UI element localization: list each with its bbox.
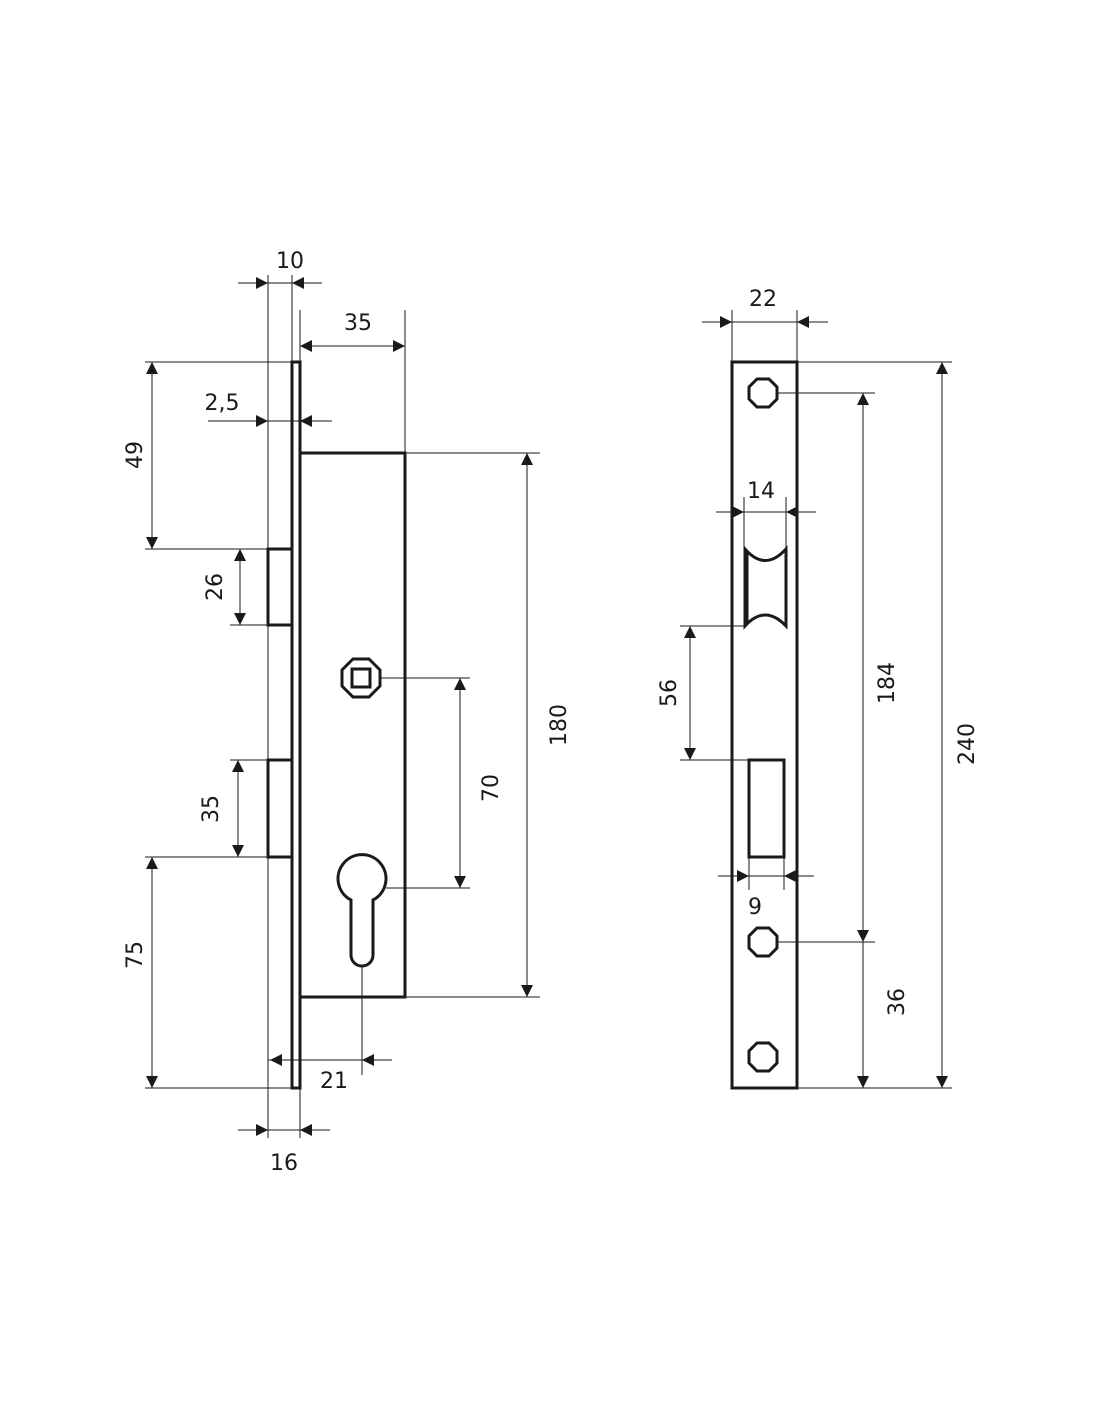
latch-recess — [743, 544, 788, 630]
extension-lines — [145, 275, 540, 1138]
cylinder-cutout — [336, 853, 388, 968]
label-10: 10 — [276, 249, 304, 274]
label-14: 14 — [747, 479, 775, 504]
label-16: 16 — [270, 1151, 298, 1176]
label-75: 75 — [123, 941, 148, 969]
screw-hole-top — [747, 377, 779, 409]
lock-case — [298, 451, 407, 999]
label-49: 49 — [123, 441, 148, 469]
label-2-5: 2,5 — [205, 391, 240, 416]
bolt-recess — [747, 758, 786, 859]
spindle-hole — [340, 657, 382, 699]
label-180: 180 — [547, 704, 572, 746]
label-56: 56 — [657, 679, 682, 707]
label-22: 22 — [749, 287, 777, 312]
screw-hole-middle — [747, 926, 779, 958]
label-240: 240 — [955, 723, 980, 765]
screw-hole-bottom — [747, 1041, 779, 1073]
label-35-backset: 35 — [344, 311, 372, 336]
label-9: 9 — [748, 895, 762, 920]
strike-plate-drawing: 22 14 56 9 184 36 240 — [657, 287, 980, 1090]
strike-plate — [730, 360, 799, 1090]
label-35-bolt: 35 — [199, 795, 224, 823]
label-26: 26 — [203, 573, 228, 601]
label-36: 36 — [885, 988, 910, 1016]
label-21: 21 — [320, 1069, 348, 1094]
label-184: 184 — [875, 662, 900, 704]
dead-bolt — [266, 758, 294, 859]
strike-extension-lines — [680, 310, 952, 1089]
label-70: 70 — [479, 774, 504, 802]
latch-bolt — [266, 547, 294, 627]
lock-body-drawing: 10 35 2,5 49 26 35 75 180 70 21 16 — [123, 249, 572, 1176]
